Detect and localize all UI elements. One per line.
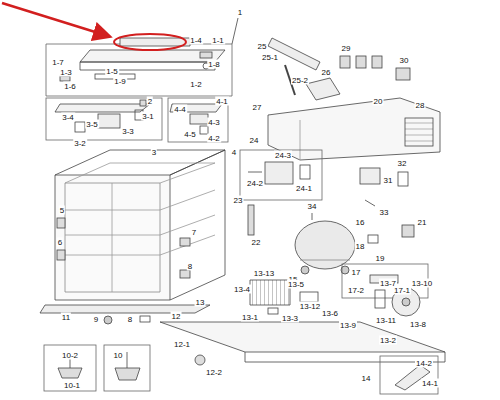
callout-number: 28	[415, 101, 426, 110]
callout-number: 12-1	[173, 340, 191, 349]
callout-number: 8	[127, 315, 133, 324]
callout-number: 25-1	[261, 53, 279, 62]
callout-number: 13-8	[409, 320, 427, 329]
callout-number: 17-2	[347, 286, 365, 295]
callout-number: 7	[191, 228, 197, 237]
callout-number: 29	[341, 44, 352, 53]
callout-number: 13-1	[241, 313, 259, 322]
callout-number: 4-3	[207, 118, 221, 127]
callout-number: 1-5	[105, 67, 119, 76]
callout-number: 3	[151, 148, 157, 157]
callout-number: 1-6	[63, 82, 77, 91]
callout-number: 1-9	[113, 77, 127, 86]
callout-number: 24	[249, 136, 260, 145]
callout-number: 6	[57, 238, 63, 247]
callout-number: 24-3	[274, 151, 292, 160]
callout-number: 10	[113, 351, 124, 360]
callout-number: 18	[355, 242, 366, 251]
callout-number: 4-2	[207, 134, 221, 143]
callout-number: 5	[59, 206, 65, 215]
callout-number: 13-3	[281, 314, 299, 323]
callout-number: 1-2	[189, 80, 203, 89]
callout-number: 13-11	[375, 316, 397, 325]
callout-number: 16	[355, 218, 366, 227]
callout-number: 1-4	[189, 36, 203, 45]
callout-number: 13-7	[379, 279, 397, 288]
callout-number: 13-10	[411, 279, 433, 288]
callout-number: 13-2	[379, 336, 397, 345]
callout-number: 31	[383, 176, 394, 185]
callout-number: 13-9	[339, 321, 357, 330]
callout-number: 12-2	[205, 368, 223, 377]
callout-number: 4-4	[173, 105, 187, 114]
callout-number: 4	[231, 148, 237, 157]
callout-number: 1	[237, 8, 243, 17]
callout-number: 1-3	[59, 68, 73, 77]
callout-number: 34	[307, 202, 318, 211]
callout-number: 17	[351, 268, 362, 277]
callout-number: 14-2	[415, 359, 433, 368]
callout-number: 25	[257, 42, 268, 51]
callout-number: 33	[379, 208, 390, 217]
callout-number: 1-7	[51, 58, 65, 67]
callout-number: 13-12	[299, 302, 321, 311]
callout-number: 3-1	[141, 112, 155, 121]
callout-number: 3-2	[73, 139, 87, 148]
callout-number: 23	[233, 196, 244, 205]
callout-number: 27	[252, 103, 263, 112]
callout-number: 1-8	[207, 60, 221, 69]
callout-number: 1-1	[211, 36, 225, 45]
callout-number: 3-3	[121, 127, 135, 136]
callout-number: 12	[171, 312, 182, 321]
callout-number: 14-1	[421, 379, 439, 388]
callout-number: 13-5	[287, 280, 305, 289]
callout-number: 13	[195, 298, 206, 307]
callout-number: 3-4	[61, 113, 75, 122]
callout-number: 24-1	[295, 184, 313, 193]
callout-number: 32	[397, 159, 408, 168]
callout-number: 22	[251, 238, 262, 247]
callout-number: 10-1	[63, 381, 81, 390]
callout-number: 30	[399, 56, 410, 65]
callout-number: 13-13	[253, 269, 275, 278]
callout-number: 25-2	[291, 76, 309, 85]
callout-number: 4-1	[215, 97, 229, 106]
callout-number: 24-2	[246, 179, 264, 188]
callout-number: 14	[361, 374, 372, 383]
callout-number: 20	[373, 97, 384, 106]
callout-number: 2	[147, 97, 153, 106]
callout-number: 10-2	[61, 351, 79, 360]
callout-number: 3-5	[85, 120, 99, 129]
callout-number: 13-6	[321, 309, 339, 318]
callout-number: 11	[61, 313, 71, 322]
callout-number: 8	[187, 262, 193, 271]
callout-number: 21	[417, 218, 428, 227]
callout-number: 4-5	[183, 130, 197, 139]
callout-number: 9	[93, 315, 99, 324]
callout-number: 19	[375, 254, 386, 263]
callout-number: 13-4	[233, 285, 251, 294]
callout-number: 26	[321, 68, 332, 77]
